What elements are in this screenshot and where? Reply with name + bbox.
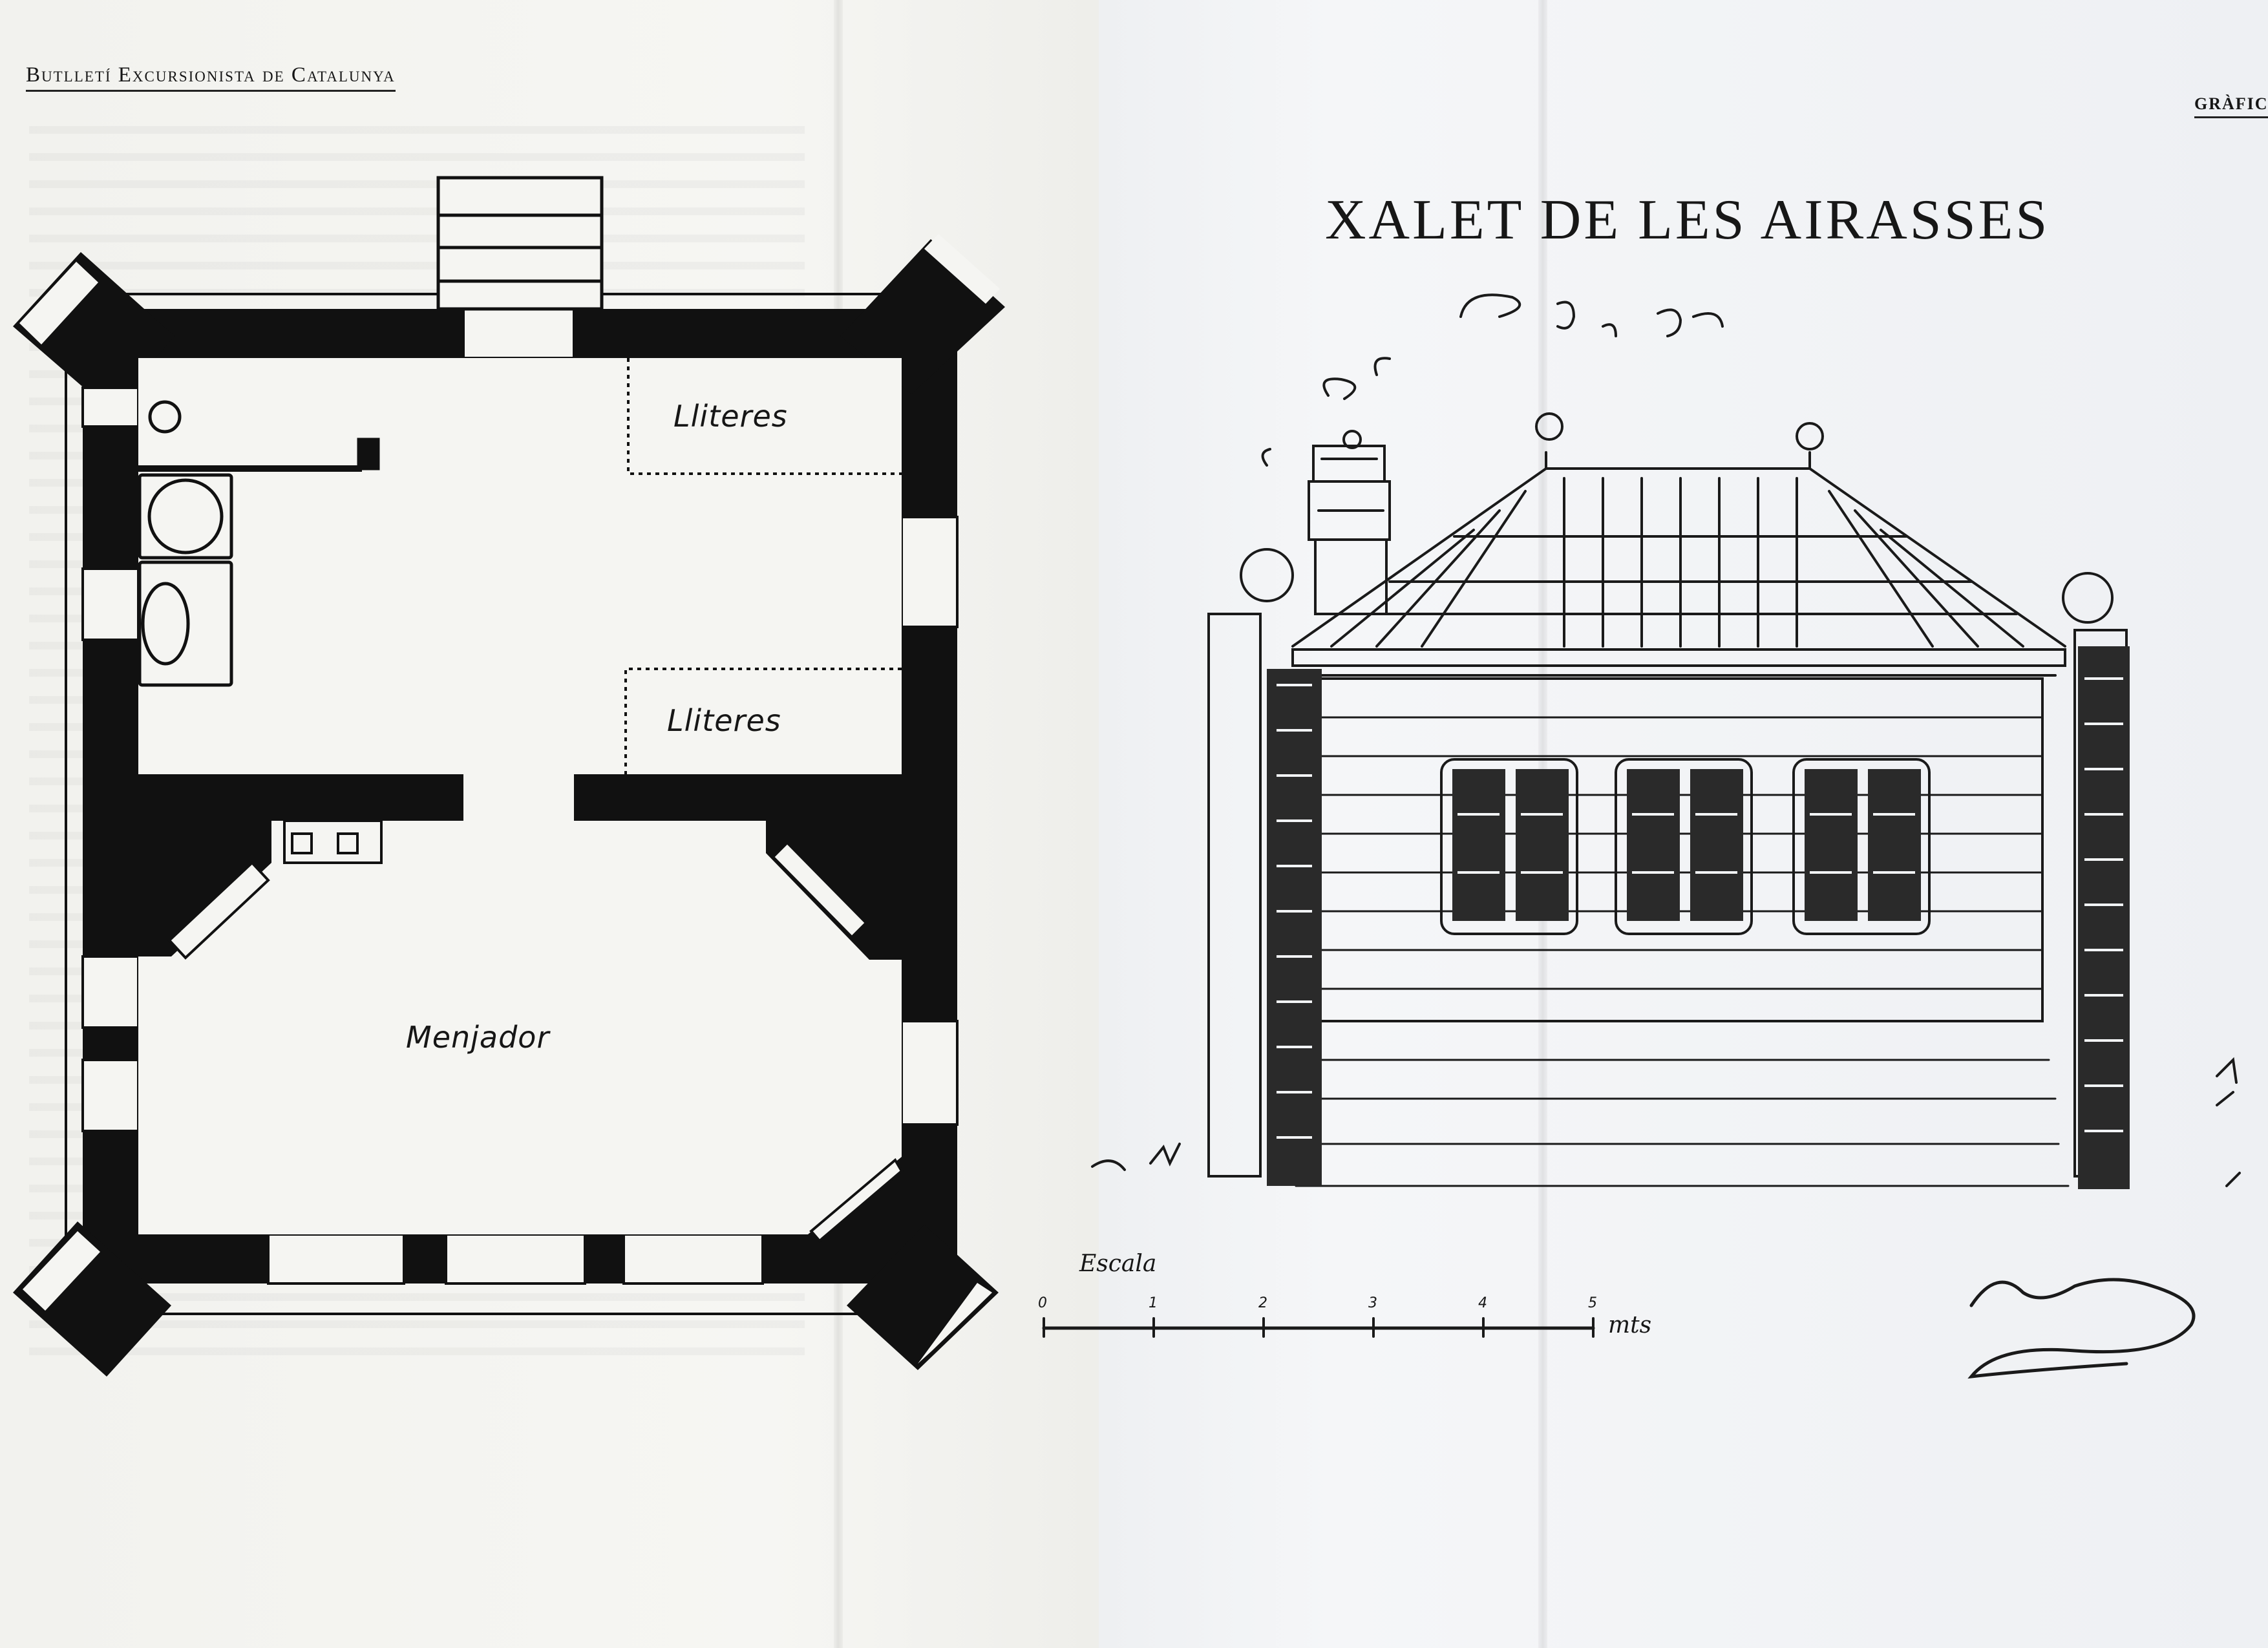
section-header: GRÀFIC	[2194, 94, 2268, 118]
room-label-bunks-2: Lliteres	[667, 703, 781, 738]
scale-tick: 3	[1368, 1295, 1377, 1311]
scale-label: Escala	[1079, 1251, 1157, 1277]
scale-tick: 0	[1038, 1295, 1047, 1311]
scale-tick: 5	[1588, 1295, 1597, 1311]
scale-tick: 1	[1149, 1295, 1158, 1311]
journal-header: Butlletí Excursionista de Catalunya	[26, 63, 396, 92]
room-label-dining: Menjador	[406, 1020, 550, 1055]
room-label-bunks-1: Lliteres	[673, 399, 788, 434]
scale-tick: 2	[1258, 1295, 1267, 1311]
scale-tick: 4	[1478, 1295, 1487, 1311]
drawing-title: XALET DE LES AIRASSES	[1325, 189, 2050, 251]
scale-unit: mts	[1608, 1312, 1652, 1338]
